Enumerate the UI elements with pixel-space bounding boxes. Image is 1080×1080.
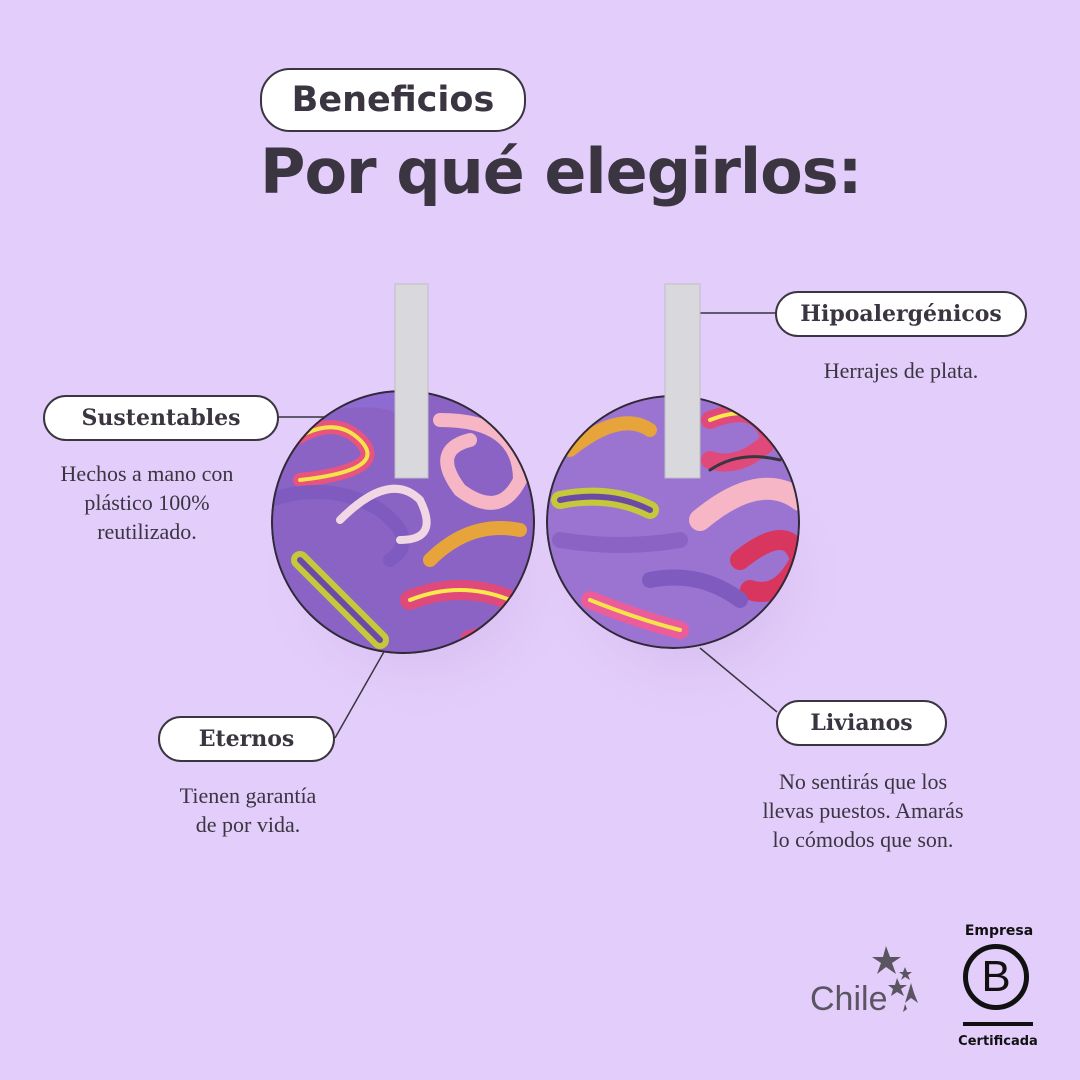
page-title: Por qué elegirlos: xyxy=(260,135,862,208)
eternos-text: Tienen garantía de por vida. xyxy=(179,783,317,837)
chile-logo: Chile xyxy=(810,980,888,1018)
bcorp-bottom-label: Certificada xyxy=(958,1034,1038,1049)
left-silver-bar xyxy=(394,283,429,479)
hipoalergenicos-text: Herrajes de plata. xyxy=(823,358,979,383)
bcorp-b-logo: B xyxy=(963,944,1029,1010)
beneficios-tag: Beneficios xyxy=(260,68,526,132)
sustentables-text: Hechos a mano con plástico 100% reutiliz… xyxy=(60,461,234,544)
eternos-tag: Eternos xyxy=(158,716,335,762)
bcorp-divider xyxy=(963,1022,1033,1026)
sustentables-tag: Sustentables xyxy=(43,395,279,441)
livianos-tag: Livianos xyxy=(776,700,947,746)
hipoalergenicos-tag: Hipoalergénicos xyxy=(775,291,1027,337)
right-silver-bar xyxy=(664,283,701,479)
livianos-text: No sentirás que los llevas puestos. Amar… xyxy=(762,769,964,852)
bcorp-top-label: Empresa xyxy=(964,923,1034,939)
